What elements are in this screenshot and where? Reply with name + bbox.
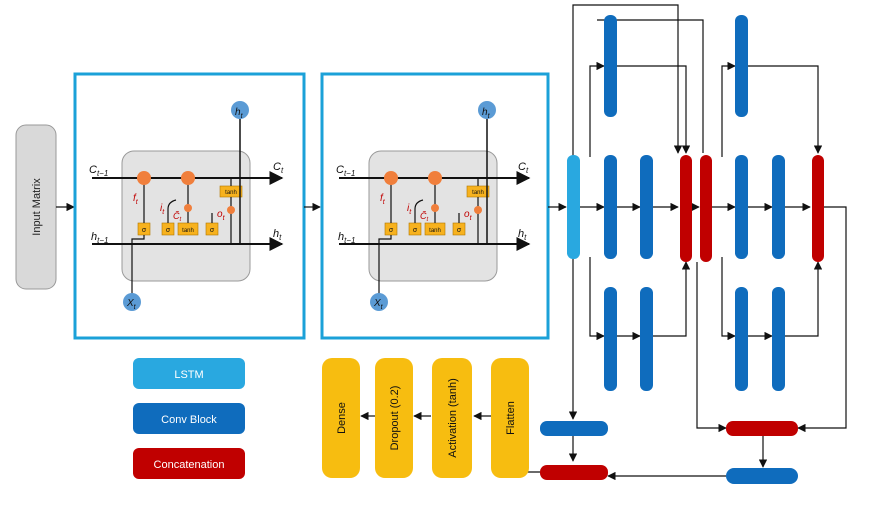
conv-block: [604, 155, 617, 259]
concat-block-bottom: [726, 421, 798, 436]
gate-sigma-f: σ: [142, 227, 147, 234]
legend: LSTM Conv Block Concatenation: [133, 358, 245, 479]
label-c-out: Ct: [518, 161, 529, 175]
legend-label-lstm: LSTM: [174, 369, 203, 381]
label-i-gate: it: [407, 203, 412, 216]
label-o-gate: ot: [217, 209, 226, 222]
legend-label-concat: Concatenation: [154, 459, 225, 471]
label-h-prev: ht−1: [91, 231, 108, 245]
conv-block: [604, 15, 617, 117]
output-layers: Dense Dropout (0.2) Activation (tanh) Fl…: [322, 358, 529, 478]
conv-block: [640, 155, 653, 259]
connectors: [360, 4, 847, 481]
label-c-out: Ct: [273, 161, 284, 175]
label-h-top: ht: [482, 107, 491, 120]
label-c-tilde: C̃t: [173, 210, 182, 223]
conv-block: [772, 155, 785, 259]
legend-swatch-conv: [133, 403, 245, 434]
gate-sigma-o: σ: [210, 227, 215, 234]
legend-swatch-lstm: [133, 358, 245, 389]
conv-block-bottom: [540, 421, 608, 436]
concat-block: [680, 155, 692, 262]
label-i-gate: it: [160, 203, 165, 216]
concat-block-bottom: [540, 465, 608, 480]
label-o-gate: ot: [464, 209, 473, 222]
gate-sigma-i: σ: [166, 227, 171, 234]
layer-dense: Dense: [336, 402, 348, 434]
lstm-cell-1: Ct−1 ht−1 Ct ht ht Xt ft it C̃t ot σ σ t…: [73, 72, 306, 340]
conv-block: [735, 155, 748, 259]
conv-blocks: [540, 15, 798, 484]
conv-block: [604, 287, 617, 391]
label-x-in: Xt: [373, 298, 384, 311]
input-matrix-block: Input Matrix: [15, 124, 57, 290]
label-f-gate: ft: [133, 193, 139, 206]
gate-tanh-out: tanh: [472, 190, 484, 196]
label-f-gate: ft: [380, 193, 386, 206]
label-h-prev: ht−1: [338, 231, 355, 245]
conv-block-bottom: [726, 468, 798, 484]
concat-block: [700, 155, 712, 262]
layer-dropout: Dropout (0.2): [389, 386, 401, 451]
layer-flatten: Flatten: [505, 401, 517, 435]
gate-sigma-f: σ: [389, 227, 394, 234]
gate-tanh-c: tanh: [429, 228, 441, 234]
concat-block: [812, 155, 824, 262]
legend-swatch-concat: [133, 448, 245, 479]
label-h-top: ht: [235, 107, 244, 120]
conv-block: [735, 15, 748, 117]
concat-blocks: [540, 155, 824, 480]
layer-activation: Activation (tanh): [447, 378, 459, 457]
input-matrix-label: Input Matrix: [31, 178, 43, 236]
gate-tanh-c: tanh: [182, 228, 194, 234]
gate-sigma-o: σ: [457, 227, 462, 234]
lstm-bar: [567, 155, 580, 259]
label-h-out: ht: [518, 228, 527, 242]
conv-block: [735, 287, 748, 391]
label-c-prev: Ct−1: [336, 164, 355, 178]
lstm-cell-2: Ct−1 ht−1 Ct ht ht Xt ft it C̃t ot σ σ t…: [320, 72, 550, 340]
legend-label-conv: Conv Block: [161, 414, 217, 426]
gate-sigma-i: σ: [413, 227, 418, 234]
gate-tanh-out: tanh: [225, 190, 237, 196]
conv-block: [640, 287, 653, 391]
label-c-tilde: C̃t: [420, 210, 429, 223]
label-h-out: ht: [273, 228, 282, 242]
conv-block: [772, 287, 785, 391]
label-x-in: Xt: [126, 298, 137, 311]
label-c-prev: Ct−1: [89, 164, 108, 178]
